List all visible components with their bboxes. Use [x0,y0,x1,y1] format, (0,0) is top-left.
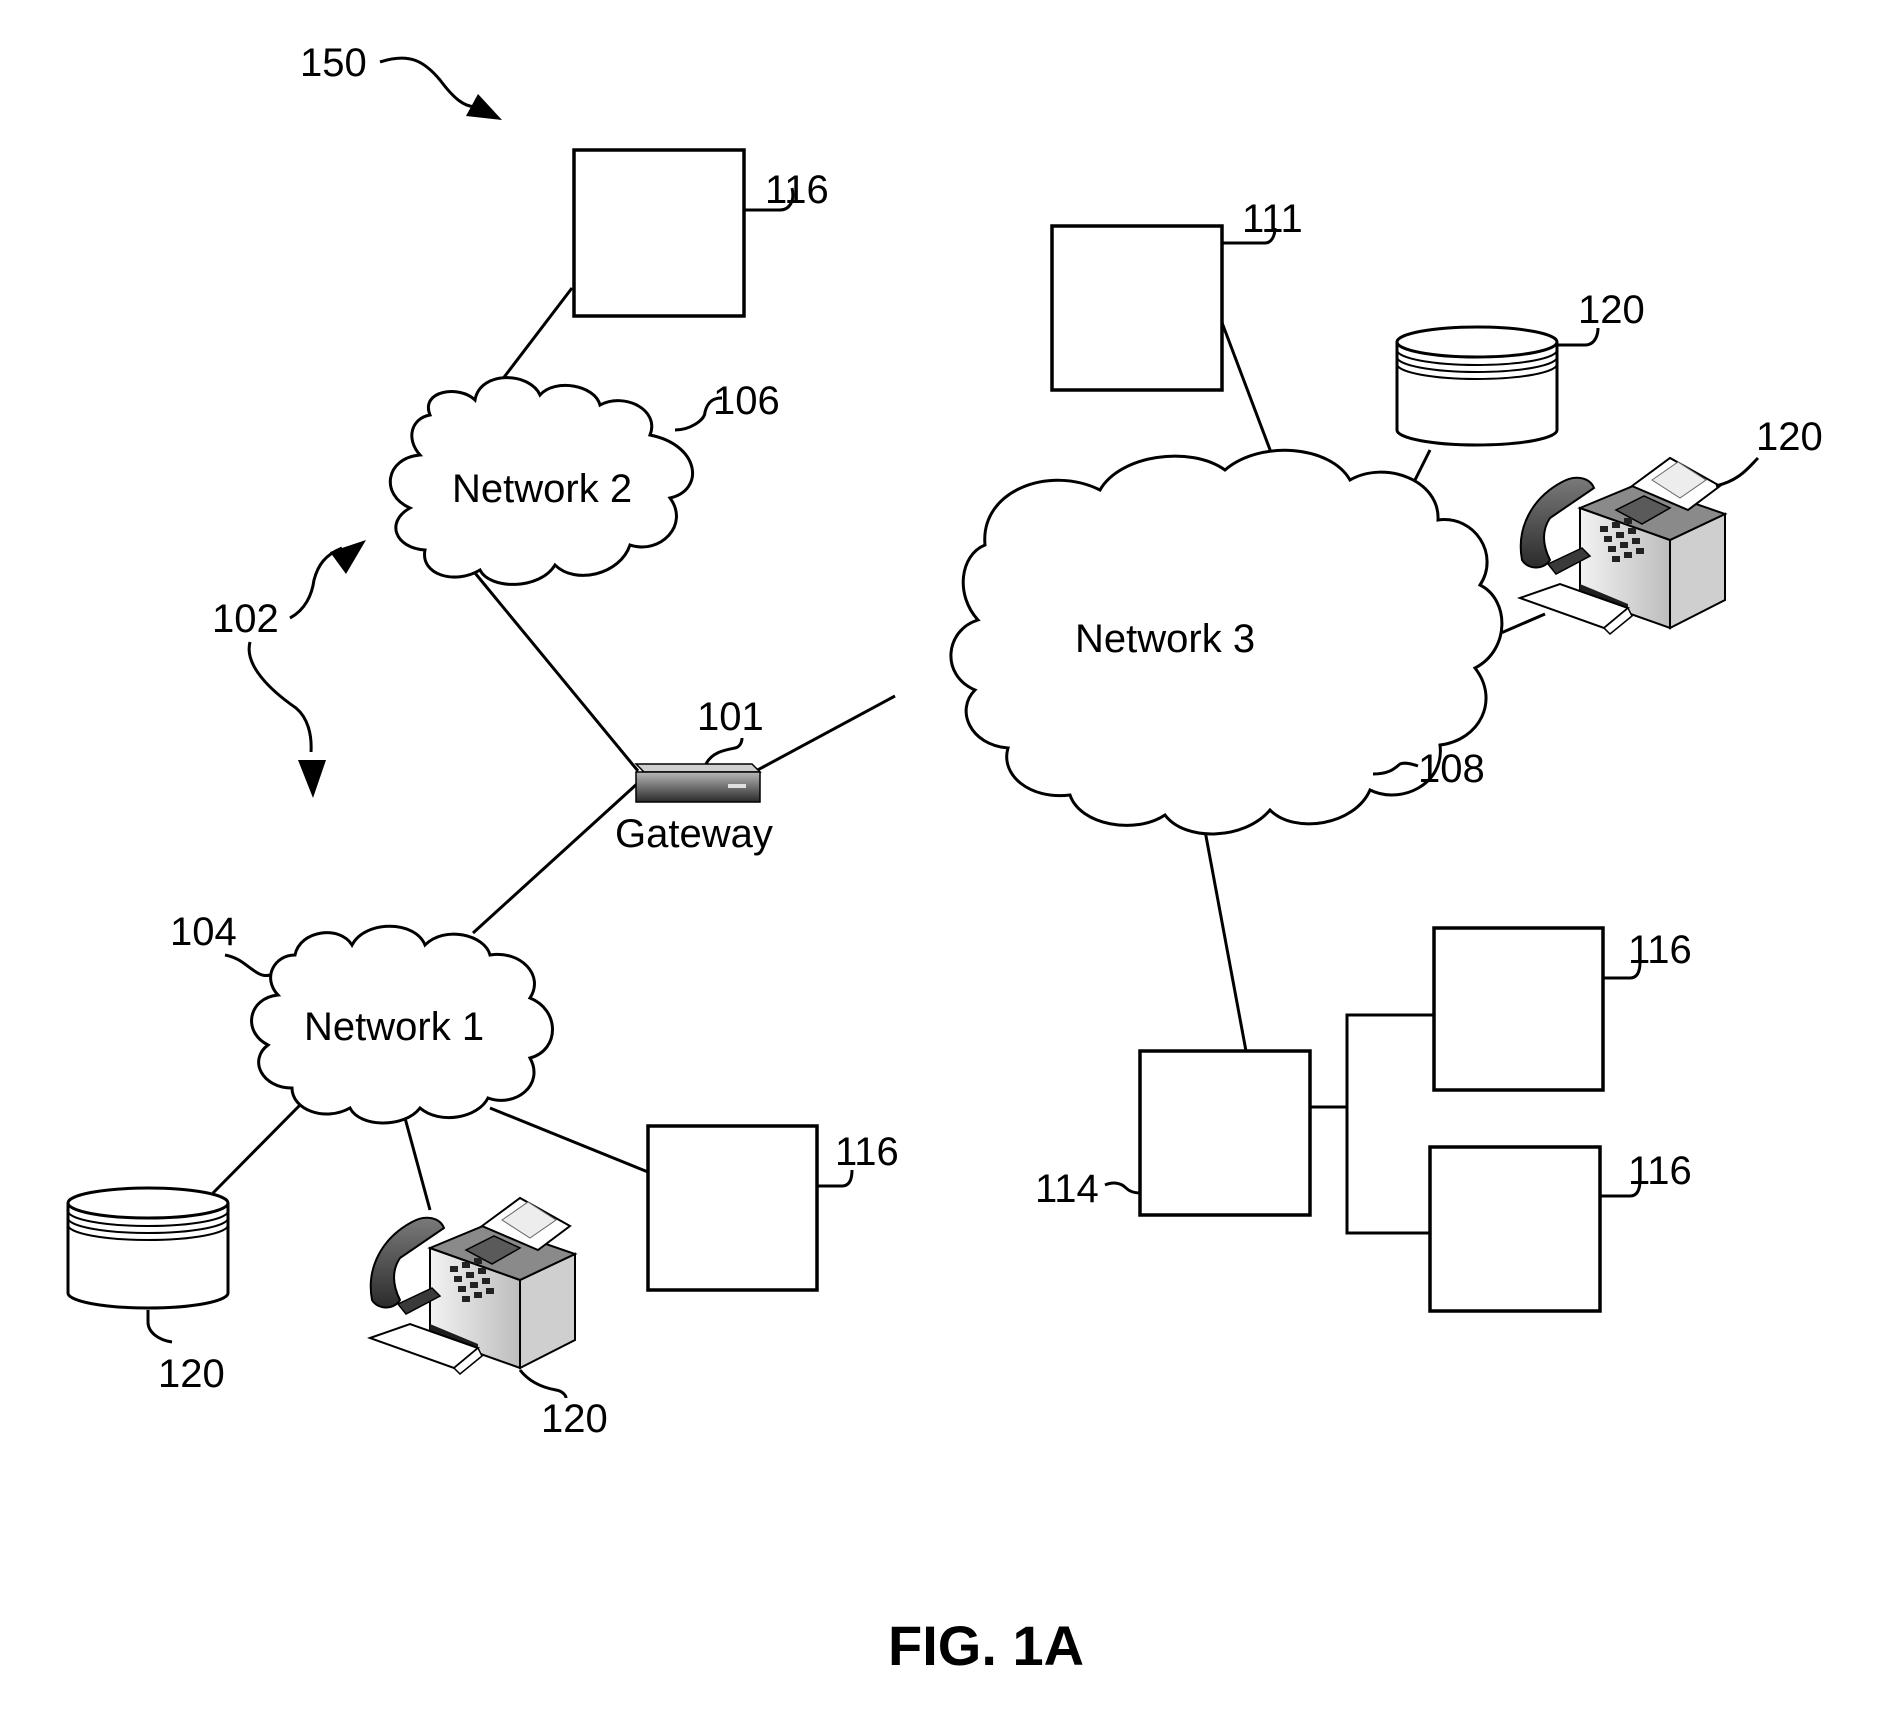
ref-120-db-left: 120 [158,1352,225,1396]
ref-116-network1: 116 [835,1130,899,1174]
network-2-label: Network 2 [452,467,632,511]
database-icon-left [68,1188,228,1308]
link-network1-box116 [490,1108,648,1172]
ref-108: 108 [1418,747,1485,791]
link-box111-network3 [1218,312,1275,463]
link-branch-box116-top [1347,1015,1434,1233]
link-gateway-network3 [752,696,895,773]
link-branch-box116-bottom [1347,1107,1430,1233]
ref-101: 101 [697,695,764,739]
box-111 [1052,226,1222,390]
ref-102: 102 [212,597,279,641]
fax-machine-icon-right [1520,458,1725,634]
network-3-label: Network 3 [1075,617,1255,661]
link-network1-fax [405,1118,430,1210]
ref-114: 114 [1035,1167,1099,1211]
ref-116-right-bottom: 116 [1628,1149,1692,1193]
fax-machine-icon-left [370,1198,575,1374]
ref-120-fax-right: 120 [1756,415,1823,459]
ref-104: 104 [170,910,237,954]
ref-120-fax-left: 120 [541,1397,608,1441]
ref-106: 106 [713,379,780,423]
box-114 [1140,1051,1310,1215]
link-network3-box114 [1203,820,1246,1051]
ref-111: 111 [1242,197,1303,241]
ref-150: 150 [300,41,367,85]
ref-116-right-top: 116 [1628,928,1692,972]
box-116-top [574,150,744,316]
gateway-device [636,764,760,802]
link-gateway-network1 [473,783,638,933]
figure-caption: FIG. 1A [888,1614,1084,1677]
link-network1-database [213,1103,302,1193]
database-icon-right [1397,327,1557,445]
gateway-label: Gateway [615,812,773,856]
ref-120-db-right: 120 [1578,288,1645,332]
box-116-network1 [648,1126,817,1290]
box-116-right-bottom [1430,1147,1600,1311]
link-network2-gateway [475,573,638,771]
network-1-label: Network 1 [304,1005,484,1049]
ref-116-top: 116 [765,168,829,212]
box-116-right-top [1434,928,1603,1090]
